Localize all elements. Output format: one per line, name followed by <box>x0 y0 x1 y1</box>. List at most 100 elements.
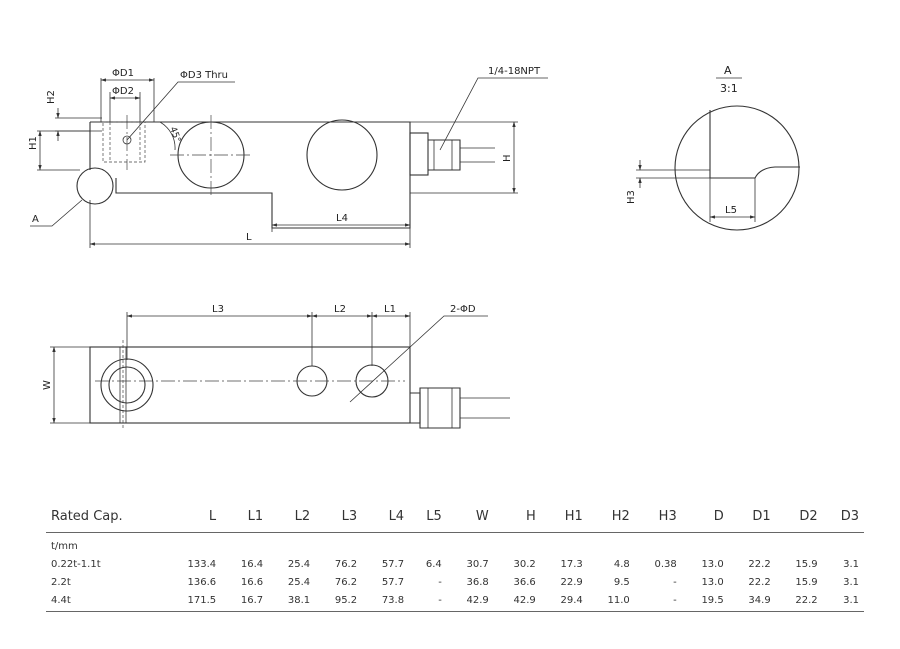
phi-d-label: 2-ΦD <box>450 304 476 315</box>
detail-a-view: A 3:1 H3 L5 <box>626 64 800 231</box>
header-cell: D <box>681 505 729 533</box>
table-cell: 17.3 <box>560 558 583 570</box>
technical-drawing: ΦD1 ΦD2 ΦD3 Thru 45° H2 H1 H 1/4-18NPT A <box>28 64 800 430</box>
h2-label: H2 <box>46 90 57 104</box>
top-hole-1-inner <box>108 366 146 404</box>
table-cell: 0.22t-1.1t <box>51 558 101 570</box>
table-cell: 15.9 <box>795 558 818 570</box>
table-cell: 95.2 <box>315 591 363 612</box>
detail-scale: 3:1 <box>720 82 738 95</box>
header-cell: H2 <box>587 505 635 533</box>
table-cell: 36.6 <box>513 576 536 588</box>
slot-circle <box>76 167 114 205</box>
table-cell: 76.2 <box>334 576 358 588</box>
table-cell: 57.7 <box>381 576 405 588</box>
header-cell: L3 <box>315 505 363 533</box>
h3-label: H3 <box>626 190 637 204</box>
front-connector <box>409 132 429 176</box>
header-cell: H3 <box>634 505 682 533</box>
detail-circle <box>674 105 800 231</box>
table-cell: 22.2 <box>748 576 771 588</box>
table-cell: 16.7 <box>221 591 269 612</box>
table-cell: 133.4 <box>187 558 217 570</box>
l1-label: L1 <box>384 304 396 315</box>
table-cell: 36.8 <box>466 576 489 588</box>
table-cell: 0.38 <box>654 558 677 570</box>
header-cell: D1 <box>728 505 776 533</box>
l4-label: L4 <box>336 213 348 224</box>
header-cell: D2 <box>775 505 823 533</box>
table-cell: 136.6 <box>187 576 217 588</box>
counterbore-hidden <box>102 121 146 163</box>
top-view: W L3 L2 L1 2-ΦD <box>42 304 510 430</box>
table-cell: 3.1 <box>843 558 859 570</box>
table-cell: 76.2 <box>334 558 358 570</box>
table-cell: 11.0 <box>587 591 635 612</box>
table-cell: 2.2t <box>51 576 71 588</box>
header-cell: D3 <box>822 505 864 533</box>
header-cell: L1 <box>221 505 269 533</box>
table-cell: 4.4t <box>46 591 165 612</box>
table-cell: 171.5 <box>164 591 222 612</box>
table-cell: 34.9 <box>728 591 776 612</box>
header-cell: W <box>446 505 494 533</box>
unit-row: t/mm <box>46 533 864 556</box>
npt-label: 1/4-18NPT <box>488 66 541 77</box>
table-cell: 3.1 <box>822 591 864 612</box>
table-cell: 15.9 <box>795 576 818 588</box>
l-label: L <box>246 232 252 243</box>
table-cell: 38.1 <box>268 591 316 612</box>
top-body-outline <box>89 346 411 424</box>
table-cell: 13.0 <box>701 576 724 588</box>
front-hole-right <box>306 119 378 191</box>
table-cell: - <box>409 591 447 612</box>
table-cell: 42.9 <box>446 591 494 612</box>
table-cell: 13.0 <box>701 558 724 570</box>
table-cell: 6.4 <box>425 558 442 570</box>
angle-label: 45° <box>167 126 182 144</box>
table-cell: - <box>438 576 442 588</box>
table-cell: - <box>634 591 682 612</box>
top-connector <box>410 392 421 424</box>
table-cell: 30.7 <box>466 558 489 570</box>
header-cell: L5 <box>409 505 447 533</box>
front-view: ΦD1 ΦD2 ΦD3 Thru 45° H2 H1 H 1/4-18NPT A <box>28 66 548 248</box>
table-cell: 3.1 <box>843 576 859 588</box>
spec-table: Rated Cap. L L1 L2 L3 L4 L5 W H H1 H2 H3… <box>46 505 864 612</box>
l2-label: L2 <box>334 304 346 315</box>
detail-name: A <box>724 64 732 77</box>
table-row: 0.22t-1.1t 133.4 16.4 25.4 76.2 57.7 6.4… <box>46 555 864 573</box>
table-row: 4.4t 171.5 16.7 38.1 95.2 73.8 - 42.9 42… <box>46 591 864 612</box>
table-cell: 16.6 <box>240 576 264 588</box>
table-cell: 22.9 <box>560 576 583 588</box>
table-cell: 16.4 <box>240 558 264 570</box>
table-cell: 57.7 <box>381 558 405 570</box>
d3-label: ΦD3 Thru <box>180 70 228 81</box>
l3-label: L3 <box>212 304 224 315</box>
l5-label: L5 <box>725 205 737 216</box>
table-cell: 25.4 <box>287 558 311 570</box>
header-cell: H1 <box>540 505 588 533</box>
table-cell: - <box>673 576 677 588</box>
d2-label: ΦD2 <box>112 86 134 97</box>
header-cell: L2 <box>268 505 316 533</box>
table-cell: 25.4 <box>287 576 311 588</box>
spec-header-row: Rated Cap. L L1 L2 L3 L4 L5 W H H1 H2 H3… <box>46 505 864 533</box>
header-cell: Rated Cap. <box>46 505 165 533</box>
h1-label: H1 <box>28 136 39 150</box>
unit-cell: t/mm <box>51 540 78 552</box>
header-cell: L <box>164 505 222 533</box>
table-cell: 30.2 <box>513 558 536 570</box>
table-cell: 22.2 <box>748 558 771 570</box>
h-label: H <box>502 154 513 162</box>
table-cell: 73.8 <box>362 591 410 612</box>
header-cell: H <box>493 505 541 533</box>
table-cell: 4.8 <box>613 558 630 570</box>
table-cell: 19.5 <box>681 591 729 612</box>
a-callout-label: A <box>32 214 39 225</box>
table-cell: 29.4 <box>540 591 588 612</box>
table-cell: 9.5 <box>613 576 630 588</box>
header-cell: L4 <box>362 505 410 533</box>
table-cell: 22.2 <box>775 591 823 612</box>
table-cell: 42.9 <box>493 591 541 612</box>
